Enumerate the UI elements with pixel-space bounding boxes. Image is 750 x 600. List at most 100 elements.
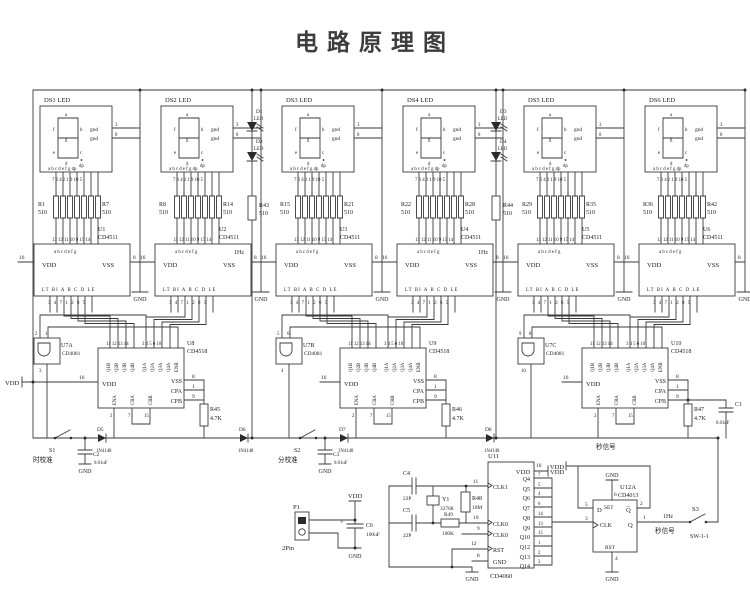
s2-function-label: 分校准 (278, 455, 298, 464)
u11-q8-pin: 14 (538, 512, 543, 517)
d1-label: D1 (256, 109, 263, 115)
u11-q12-pin: 1 (538, 541, 541, 546)
gnd-symbol-label: GND (606, 577, 620, 583)
u12-rst-label: RST (605, 545, 616, 551)
u11-q4-pin: 7 (538, 473, 541, 478)
junction-dot (450, 565, 454, 569)
u7c-pin-in2: 8 (529, 332, 532, 337)
u12-type: CD4013 (618, 493, 638, 499)
seconds-signal-switch[interactable] (688, 513, 708, 524)
r49-value: 100K (442, 531, 454, 537)
vdd-port-label: VDD (348, 493, 363, 500)
ds6-label: DS6 LED (649, 97, 675, 104)
r22-label: R22 (401, 202, 411, 208)
u7a-pin-in2: 1 (45, 332, 48, 337)
junction-dot (353, 546, 357, 550)
u5-label: U5 (582, 227, 589, 233)
u12-q-label: Q (628, 522, 633, 529)
counter-group-2 (275, 311, 465, 439)
c1-value: 0.01uF (716, 421, 730, 426)
ds2-label: DS2 LED (165, 97, 191, 104)
u12-pin5: 5 (585, 502, 588, 508)
u11-pin9: 9 (477, 526, 480, 532)
u7a-label: U7A (61, 343, 73, 349)
r15-label: R15 (280, 202, 290, 208)
r21-label: R21 (344, 202, 354, 208)
r1-label: R1 (38, 202, 45, 208)
p1-pin2 (298, 528, 306, 536)
p1-pin1 (298, 517, 306, 524)
r14-label: R14 (223, 202, 233, 208)
ds1-label: DS1 LED (44, 97, 70, 104)
r29-label: R29 (522, 202, 532, 208)
u7a-pin-out: 3 (39, 369, 42, 374)
r48-label: R48 (472, 496, 482, 502)
gnd-symbol-label: GND (466, 577, 480, 583)
clk-arrows (487, 482, 493, 552)
u11-pin8: 8 (477, 553, 480, 559)
s2-label: S2 (294, 448, 300, 454)
u9-label: U9 (429, 341, 436, 347)
junction-dot (31, 380, 35, 384)
vdd-port-label: VDD (550, 469, 565, 476)
c5-value: 22P (403, 533, 411, 539)
diode-d8 (483, 433, 501, 455)
d8-label: D8 (485, 427, 492, 433)
u7b-label: U7B (303, 343, 314, 349)
seconds-signal-label: 秒信号 (655, 526, 675, 535)
u12-wires (565, 461, 719, 573)
diode-d7 (337, 433, 355, 455)
u11-clk1-label: CLK1 (493, 485, 508, 491)
u12-label: U12A (620, 484, 636, 491)
u1-label: U1 (98, 227, 105, 233)
s1-function-label: 时校准 (33, 455, 53, 464)
u11-q5-pin: 5 (538, 483, 541, 488)
u12-d-label: D (597, 507, 602, 514)
p1-connector-box[interactable] (294, 511, 310, 541)
ds3-label: DS3 LED (286, 97, 312, 104)
gnd-symbol-label: GND (349, 554, 363, 560)
u3-label: U3 (340, 227, 347, 233)
display-unit-3 (259, 88, 391, 313)
u11-clk0b-label: CLK0 (493, 533, 508, 539)
u7b-pin-in2: 6 (287, 332, 290, 337)
u11-q5: Q5 (523, 487, 530, 493)
c5-label: C5 (403, 508, 410, 514)
u11-q14: Q14 (520, 564, 530, 570)
r8-label: R8 (159, 202, 166, 208)
d4-label: D4 (500, 139, 507, 145)
p1-label: P1 (293, 504, 300, 511)
u10-label: U10 (671, 341, 681, 347)
u12-pin6: 6 (614, 492, 617, 498)
u11-box (487, 461, 535, 569)
page-title: 电路原理图 (295, 29, 455, 55)
c6-polarity: + (340, 519, 344, 526)
u11-clk0-label: CLK0 (493, 522, 508, 528)
u11-q10-pin: 15 (538, 531, 543, 536)
c4-label: C4 (403, 471, 410, 477)
d6-label: D6 (239, 427, 246, 433)
d2-label: D2 (256, 139, 263, 145)
r45-label: R45 (210, 407, 220, 413)
y1-label: Y1 (442, 497, 449, 503)
counter-group-1 (33, 311, 223, 439)
c6-label: C6 (366, 523, 373, 529)
u11-q13-pin: 2 (538, 551, 541, 556)
u11-gnd-label: GND (493, 560, 507, 566)
u11-pin16: 16 (536, 463, 542, 469)
u11-q12: Q12 (520, 545, 530, 551)
u7c-label: U7C (545, 343, 556, 349)
u11-vdd-label: VDD (516, 469, 531, 476)
seconds-signal-rail-label: 秒信号 (596, 442, 616, 451)
p1-pins-label: 2Pin (282, 545, 295, 552)
c1-label: C1 (735, 402, 742, 408)
u12-pin1: 1 (643, 515, 646, 521)
r48-value: 10M (472, 505, 482, 511)
u11-pin10: 10 (473, 515, 479, 521)
r43-label: R43 (259, 203, 269, 209)
r28-label: R28 (465, 202, 475, 208)
junction-dot (716, 436, 720, 440)
u2-label: U2 (219, 227, 226, 233)
u11-q7-pin: 6 (538, 502, 541, 507)
